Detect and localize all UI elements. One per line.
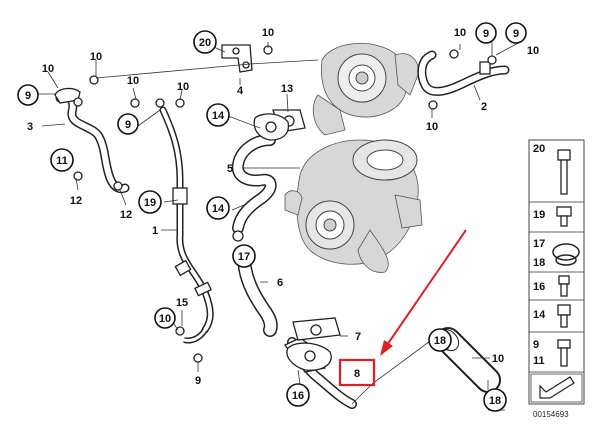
- callout-19[interactable]: 19: [138, 190, 162, 214]
- callout-10-bottom-b[interactable]: 9: [195, 375, 201, 387]
- callout-12-left[interactable]: 12: [70, 195, 82, 207]
- callout-11[interactable]: 11: [50, 148, 74, 172]
- callout-15[interactable]: 7: [355, 331, 361, 343]
- callout-19-label: 19: [144, 197, 156, 209]
- callout-2[interactable]: 2: [481, 101, 487, 113]
- callout-9-label: 9: [125, 119, 131, 131]
- legend-label-20: 20: [533, 143, 545, 155]
- callout-9-bottom[interactable]: 10: [154, 307, 176, 329]
- callout-16[interactable]: 16: [286, 383, 310, 407]
- gasket-16: [286, 342, 332, 371]
- gasket-14-top: [253, 113, 290, 141]
- legend-clamp-17-18-icon: [552, 243, 580, 266]
- legend-label-18: 18: [533, 257, 545, 269]
- callout-10-right-top[interactable]: 10: [454, 27, 466, 39]
- callout-9-label: 9: [513, 28, 519, 40]
- coolant-pipe-2: [417, 50, 510, 96]
- callout-9-label: 10: [159, 313, 171, 325]
- parts-legend-panel: 20 19 17 18 16 14 9 11: [528, 139, 585, 405]
- fittings: [73, 45, 497, 363]
- legend-bolt-14-icon: [557, 304, 571, 328]
- legend-bolt-19-icon: [556, 206, 572, 227]
- callout-9-mid[interactable]: 9: [117, 113, 139, 135]
- callout-12-right[interactable]: 12: [120, 209, 132, 221]
- legend-bolt-20-icon: [557, 149, 571, 195]
- legend-label-17: 17: [533, 238, 545, 250]
- callout-10-right-low[interactable]: 10: [426, 121, 438, 133]
- callout-14-lower[interactable]: 14: [206, 196, 230, 220]
- callout-9-right-a[interactable]: 9: [475, 22, 497, 44]
- diagram-number: 00154693: [533, 410, 569, 419]
- callout-3[interactable]: 3: [27, 121, 33, 133]
- callout-20[interactable]: 20: [193, 30, 217, 54]
- legend-label-16: 16: [533, 281, 545, 293]
- callout-18-label: 18: [434, 335, 446, 347]
- callout-14-label: 14: [212, 110, 225, 122]
- legend-label-11: 11: [533, 355, 545, 367]
- turbocharger-main-drawing: [284, 139, 423, 273]
- legend-label-19: 19: [533, 209, 545, 221]
- callout-17[interactable]: 17: [232, 244, 256, 268]
- legend-bolt-9-11-icon: [557, 339, 571, 367]
- gasket-4: [221, 44, 253, 73]
- oil-feed-pipe-1: [159, 106, 214, 344]
- callout-18-bottom[interactable]: 18: [483, 388, 507, 412]
- callout-14-label: 14: [212, 203, 225, 215]
- highlight-box-part-7: [338, 358, 376, 387]
- callout-9-left-top[interactable]: 9: [17, 84, 39, 106]
- callout-18-top[interactable]: 18: [428, 328, 452, 352]
- highlight-arrow: [380, 229, 467, 356]
- legend-direction-arrow-icon: [530, 373, 583, 403]
- callout-14-upper[interactable]: 14: [206, 103, 230, 127]
- callout-4[interactable]: 4: [237, 85, 244, 97]
- callout-9-right-b[interactable]: 9: [505, 22, 527, 44]
- callout-20-label: 20: [199, 37, 211, 49]
- callout-10-mid-left[interactable]: 10: [127, 75, 139, 87]
- callout-1[interactable]: 1: [152, 225, 158, 237]
- leader-lines: [34, 41, 521, 411]
- callout-6[interactable]: 6: [277, 277, 283, 289]
- callout-11-label: 11: [56, 155, 68, 167]
- hose-5: [231, 134, 277, 234]
- callout-9-label: 9: [25, 90, 31, 102]
- hose-6: [238, 261, 278, 337]
- callout-9-label: 9: [483, 28, 489, 40]
- callout-8[interactable]: 10: [492, 353, 504, 365]
- callout-17-label: 17: [238, 251, 250, 263]
- callout-10-top-center[interactable]: 10: [262, 27, 274, 39]
- callout-10-bottom-a[interactable]: 15: [176, 297, 188, 309]
- oil-pipe-3: [54, 87, 130, 194]
- callout-10-upper-mid[interactable]: 10: [177, 81, 189, 93]
- legend-label-9: 9: [533, 339, 539, 351]
- turbocharger-upper-drawing: [312, 42, 419, 136]
- callout-10-far-right[interactable]: 10: [527, 45, 539, 57]
- callout-10-left[interactable]: 10: [90, 51, 102, 63]
- gasket-15: [292, 317, 341, 341]
- callout-16-label: 16: [292, 390, 304, 402]
- callout-5[interactable]: 5: [227, 163, 233, 175]
- legend-label-14: 14: [533, 309, 546, 321]
- callout-13[interactable]: 13: [281, 83, 293, 95]
- legend-bolt-16-icon: [558, 275, 570, 297]
- callout-18-label: 18: [489, 395, 501, 407]
- callout-7[interactable]: 8: [354, 368, 360, 380]
- callout-10-far-left[interactable]: 10: [42, 63, 54, 75]
